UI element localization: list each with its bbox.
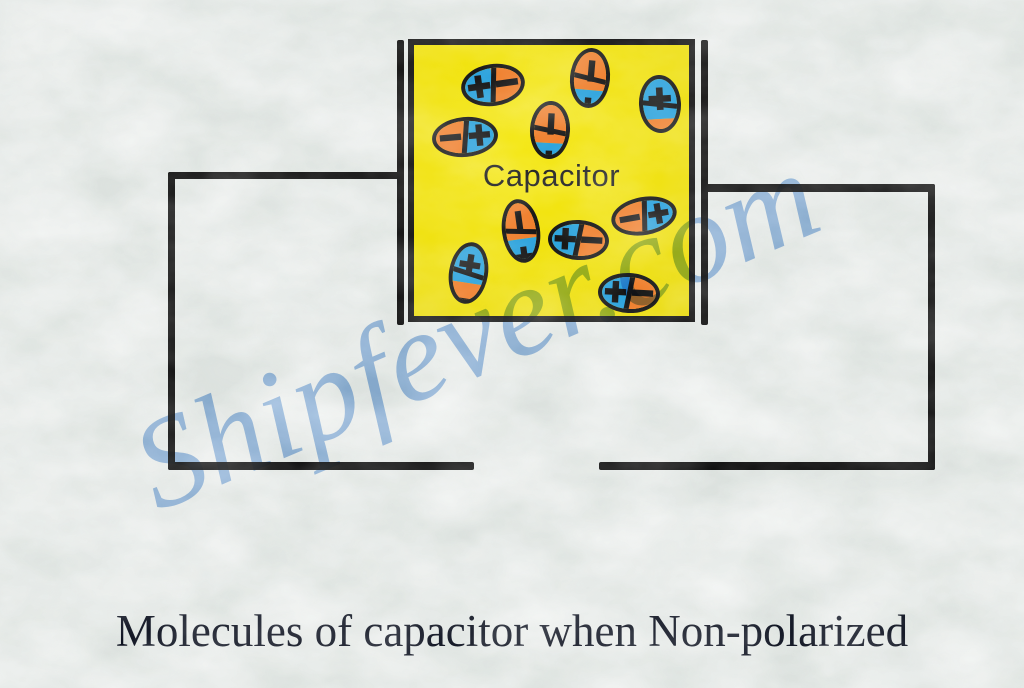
negative-charge-region: − (529, 104, 571, 144)
molecule: +− (458, 59, 528, 111)
plus-sign: + (646, 75, 674, 122)
caption: Molecules of capacitor when Non-polarize… (115, 606, 909, 656)
positive-charge-region: + (569, 86, 605, 110)
plus-sign: + (535, 139, 562, 160)
molecule: −+ (528, 99, 572, 161)
positive-charge-region: + (531, 139, 566, 161)
positive-charge-region: + (641, 75, 678, 123)
negative-charge-region: − (568, 50, 613, 92)
plus-sign: + (465, 114, 493, 159)
minus-sign: − (491, 59, 522, 108)
molecule: −+ (567, 46, 613, 110)
molecule: +− (637, 73, 683, 135)
molecule: −+ (430, 114, 500, 160)
plus-sign: + (573, 86, 601, 110)
minus-sign: − (648, 115, 676, 134)
minus-sign: − (437, 115, 465, 160)
negative-charge-region: − (643, 115, 680, 135)
molecule-divider (490, 65, 496, 105)
plus-sign: + (463, 62, 494, 111)
